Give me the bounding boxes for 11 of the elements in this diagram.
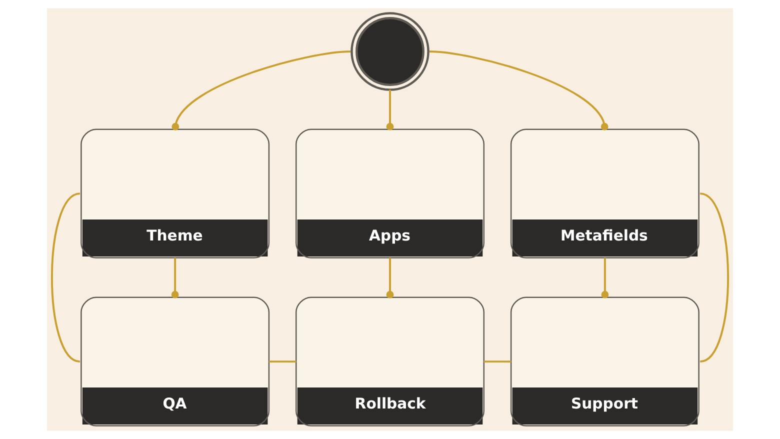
- connector: [429, 50, 608, 130]
- connector: [700, 192, 730, 362]
- connector: [386, 90, 394, 130]
- connector: [172, 50, 351, 130]
- connector: [50, 192, 80, 362]
- connector: [171, 258, 179, 298]
- connector: [386, 258, 394, 298]
- connector: [484, 360, 512, 363]
- node-circle: [350, 12, 430, 91]
- connector: [268, 360, 296, 363]
- connector: [601, 258, 609, 298]
